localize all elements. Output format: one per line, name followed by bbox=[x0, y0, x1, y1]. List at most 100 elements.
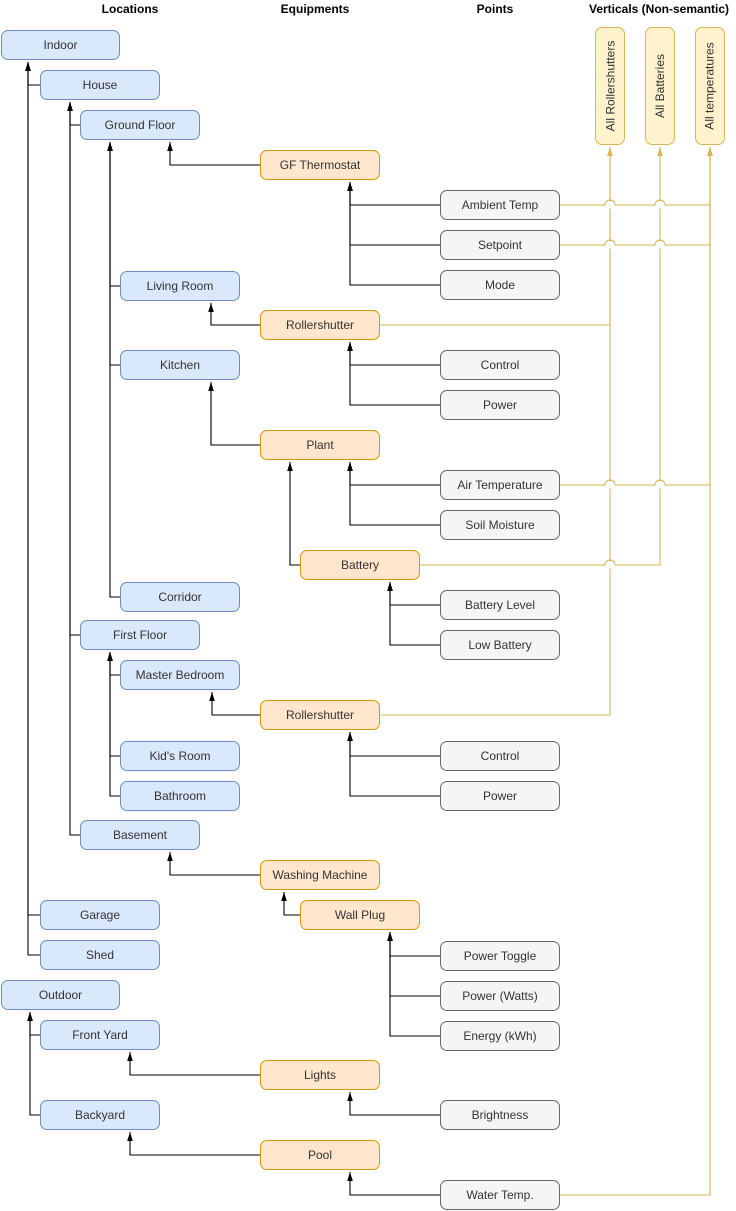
node-label: Ground Floor bbox=[104, 118, 176, 132]
edge-rollershutter-master-bedroom bbox=[209, 692, 260, 716]
node-label: Front Yard bbox=[72, 1028, 128, 1042]
node-label: Indoor bbox=[43, 38, 78, 52]
point-node-power-toggle: Power Toggle bbox=[440, 941, 560, 971]
edge-pool-backyard bbox=[127, 1132, 260, 1156]
node-label: Ambient Temp bbox=[461, 198, 539, 212]
edge-power-rollershutter-gf bbox=[347, 342, 440, 406]
node-label: Lights bbox=[303, 1068, 337, 1082]
edge-air-temperature-plant bbox=[347, 462, 440, 486]
location-node-kids-room: Kid's Room bbox=[120, 741, 240, 771]
equipment-node-rollershutter-mb: Rollershutter bbox=[260, 700, 380, 730]
edge-living-room-ground-floor bbox=[107, 142, 120, 287]
node-label: Living Room bbox=[146, 279, 214, 293]
edge-battery-plant bbox=[287, 462, 300, 566]
node-label: Bathroom bbox=[153, 789, 207, 803]
node-label: Soil Moisture bbox=[465, 518, 535, 532]
column-header-equipments: Equipments bbox=[280, 2, 350, 16]
equipment-node-washing-machine: Washing Machine bbox=[260, 860, 380, 890]
edge-low-battery-battery bbox=[387, 582, 440, 646]
location-node-basement: Basement bbox=[80, 820, 200, 850]
point-node-water-temp: Water Temp. bbox=[440, 1180, 560, 1210]
node-label: Power Toggle bbox=[463, 949, 537, 963]
edge-washing-machine-basement bbox=[167, 852, 260, 876]
node-label: Power (Watts) bbox=[462, 989, 538, 1003]
edge-bathroom-first-floor bbox=[107, 652, 120, 797]
location-node-bathroom: Bathroom bbox=[120, 781, 240, 811]
node-label: Control bbox=[480, 749, 520, 763]
node-label: Garage bbox=[79, 908, 121, 922]
node-label: Backyard bbox=[74, 1108, 126, 1122]
vertical-node-all-rollershutters: All Rollershutters bbox=[595, 27, 625, 145]
node-label: Power bbox=[482, 789, 517, 803]
point-node-low-battery: Low Battery bbox=[440, 630, 560, 660]
node-label: Shed bbox=[85, 948, 115, 962]
edge-basement-house bbox=[67, 102, 80, 836]
edge-control-rollershutter-gf bbox=[347, 342, 440, 366]
node-label: All Batteries bbox=[653, 53, 667, 119]
vertical-node-all-temperatures: All temperatures bbox=[695, 27, 725, 145]
point-node-control-gf: Control bbox=[440, 350, 560, 380]
node-label: Plant bbox=[306, 438, 334, 452]
edge-ambient-temp-all-temperatures bbox=[560, 147, 713, 206]
node-label: Battery bbox=[340, 558, 379, 572]
location-node-indoor: Indoor bbox=[1, 30, 120, 60]
location-node-shed: Shed bbox=[40, 940, 160, 970]
location-node-first-floor: First Floor bbox=[80, 620, 200, 650]
edge-plant-kitchen bbox=[208, 382, 260, 446]
column-header-locations: Locations bbox=[101, 2, 159, 16]
edge-gf-thermostat-ground-floor bbox=[167, 142, 260, 166]
location-node-house: House bbox=[40, 70, 160, 100]
equipment-node-plant: Plant bbox=[260, 430, 380, 460]
node-label: Washing Machine bbox=[272, 868, 368, 882]
node-label: Rollershutter bbox=[285, 318, 355, 332]
equipment-node-wall-plug: Wall Plug bbox=[300, 900, 420, 930]
location-node-garage: Garage bbox=[40, 900, 160, 930]
edge-battery-level-battery bbox=[387, 582, 440, 606]
location-node-ground-floor: Ground Floor bbox=[80, 110, 200, 140]
node-label: Power bbox=[482, 398, 517, 412]
edge-shed-indoor bbox=[25, 62, 40, 956]
edge-garage-indoor bbox=[25, 62, 40, 916]
edge-mode-gf-thermostat bbox=[347, 182, 440, 286]
point-node-energy-kwh: Energy (kWh) bbox=[440, 1021, 560, 1051]
edge-corridor-ground-floor bbox=[107, 142, 120, 598]
point-node-mode: Mode bbox=[440, 270, 560, 300]
column-header-points: Points bbox=[476, 2, 514, 16]
edge-front-yard-outdoor bbox=[27, 1012, 40, 1036]
column-header-verticals: Verticals (Non-semantic) bbox=[588, 2, 730, 16]
node-label: Outdoor bbox=[38, 988, 83, 1002]
equipment-node-gf-thermostat: GF Thermostat bbox=[260, 150, 380, 180]
node-label: Basement bbox=[112, 828, 168, 842]
edge-ambient-temp-gf-thermostat bbox=[347, 182, 440, 206]
edge-battery-all-batteries bbox=[420, 147, 663, 566]
node-label: Mode bbox=[484, 278, 516, 292]
point-node-setpoint: Setpoint bbox=[440, 230, 560, 260]
point-node-brightness: Brightness bbox=[440, 1100, 560, 1130]
node-label: GF Thermostat bbox=[279, 158, 361, 172]
point-node-power-watts: Power (Watts) bbox=[440, 981, 560, 1011]
edge-air-temperature-all-temperatures bbox=[560, 147, 713, 486]
point-node-power-gf: Power bbox=[440, 390, 560, 420]
location-node-corridor: Corridor bbox=[120, 582, 240, 612]
node-label: House bbox=[82, 78, 118, 92]
node-label: Rollershutter bbox=[285, 708, 355, 722]
equipment-node-rollershutter-gf: Rollershutter bbox=[260, 310, 380, 340]
node-label: All temperatures bbox=[703, 42, 717, 130]
node-label: Kitchen bbox=[159, 358, 201, 372]
location-node-outdoor: Outdoor bbox=[1, 980, 120, 1010]
equipment-node-pool: Pool bbox=[260, 1140, 380, 1170]
node-label: First Floor bbox=[113, 628, 167, 642]
equipment-node-battery: Battery bbox=[300, 550, 420, 580]
edge-control-rollershutter-mb bbox=[347, 732, 440, 757]
node-label: Kid's Room bbox=[149, 749, 211, 763]
edge-water-temp-all-temperatures bbox=[560, 147, 713, 1196]
node-label: Pool bbox=[307, 1148, 333, 1162]
point-node-power-mb: Power bbox=[440, 781, 560, 811]
equipment-node-lights: Lights bbox=[260, 1060, 380, 1090]
edge-backyard-outdoor bbox=[27, 1012, 40, 1116]
node-label: All Rollershutters bbox=[603, 40, 618, 132]
point-node-air-temperature: Air Temperature bbox=[440, 470, 560, 500]
edge-water-temp-pool bbox=[347, 1172, 440, 1196]
